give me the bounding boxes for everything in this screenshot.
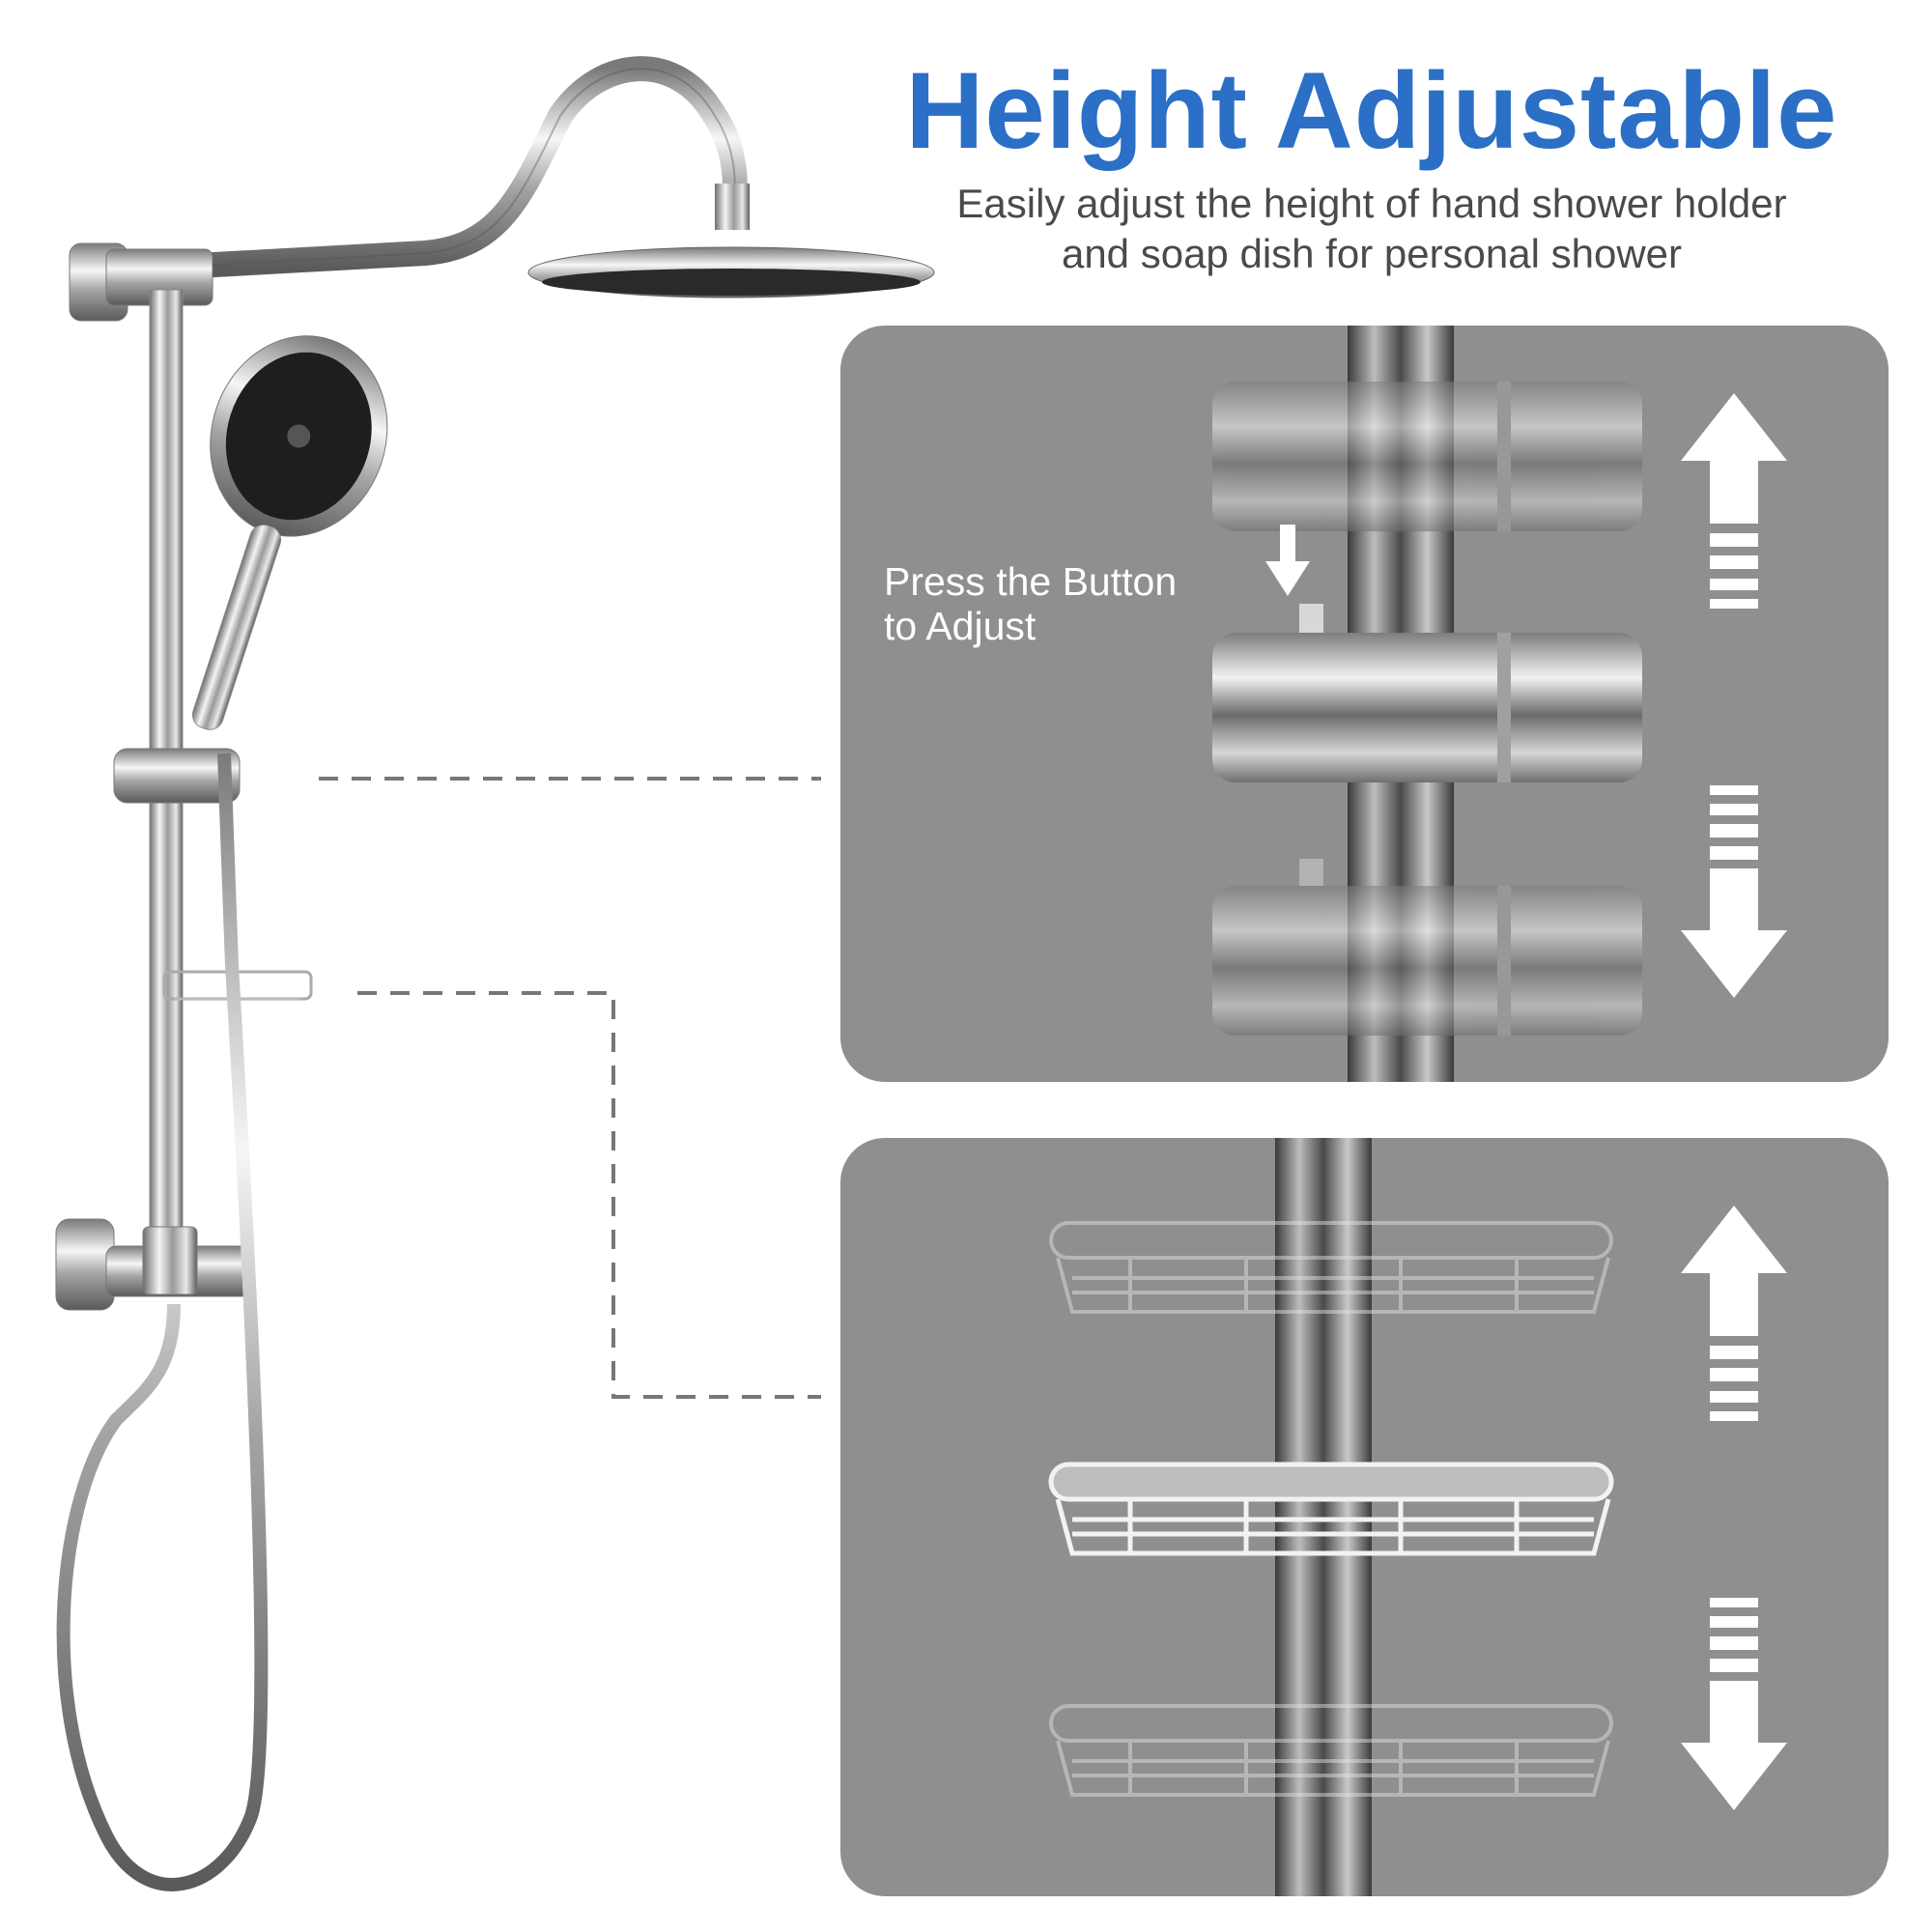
bottom-wall-mount <box>55 1218 115 1311</box>
shower-arm <box>132 56 748 281</box>
shower-hose <box>56 753 269 1891</box>
hand-shower <box>191 335 388 730</box>
soap-dish-adjust-panel <box>840 1138 1889 1896</box>
arrow-down-icon <box>1681 1598 1787 1810</box>
soap-dish-connector-line <box>357 991 821 1399</box>
diverter-valve <box>142 1226 198 1295</box>
arrow-down-icon <box>1681 785 1787 998</box>
arrow-up-icon <box>1681 393 1787 609</box>
subtitle-line-1: Easily adjust the height of hand shower … <box>956 181 1787 226</box>
holder-clamp-middle <box>1212 604 1642 782</box>
shower-head-neck <box>715 184 750 230</box>
subtitle-line-2: and soap dish for personal shower <box>1061 231 1683 276</box>
holder-clamp-bottom <box>1212 859 1642 1036</box>
holder-adjust-graphic <box>1212 326 1787 1082</box>
holder-clamp-top <box>1212 382 1642 531</box>
press-button-note: Press the Button to Adjust <box>884 559 1177 648</box>
press-note-line-1: Press the Button <box>884 559 1178 604</box>
arrow-up-icon <box>1681 1206 1787 1421</box>
soap-dish-bottom <box>1049 1704 1613 1797</box>
page-title: Height Adjustable <box>905 50 1838 171</box>
page-subtitle: Easily adjust the height of hand shower … <box>869 179 1874 279</box>
small-down-arrow-icon <box>1265 525 1310 596</box>
holder-adjust-panel: Press the Button to Adjust <box>840 326 1889 1082</box>
hand-shower-holder <box>113 748 241 804</box>
shower-system-illustration <box>55 56 935 1891</box>
soap-dish-adjust-graphic <box>1048 1138 1787 1896</box>
soap-dish-top <box>1049 1221 1613 1314</box>
press-note-line-2: to Adjust <box>884 604 1037 648</box>
soap-dish-middle <box>1048 1462 1614 1556</box>
